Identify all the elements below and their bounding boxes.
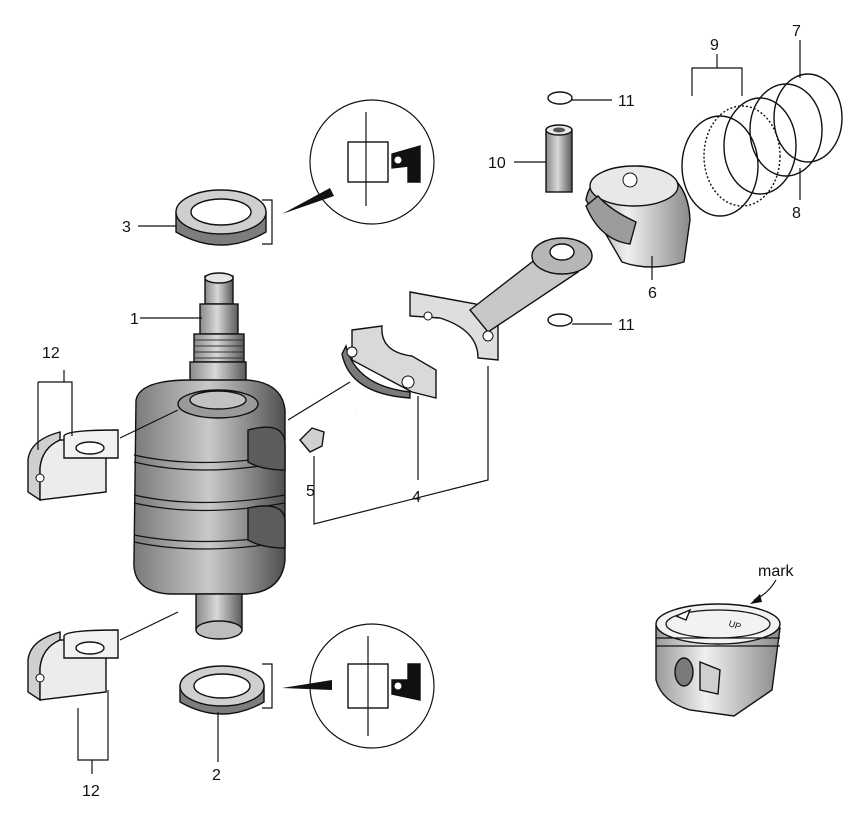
piston-detail-with-mark: UP: [655, 603, 781, 717]
piston-crown-up-mark: UP: [727, 618, 742, 631]
connecting-rod-cap: [341, 325, 437, 399]
callout-bearing-lower: 12: [82, 783, 100, 800]
piston-pin: [545, 124, 573, 193]
connecting-rod: [409, 237, 593, 361]
piston-pin-clip-lower: [547, 313, 573, 327]
crankshaft: [133, 272, 286, 640]
callout-piston: 6: [648, 285, 657, 302]
piston: [585, 165, 691, 268]
main-bearing-lower: [27, 629, 119, 702]
callout-upper-oil-seal: 3: [122, 219, 131, 236]
oil-ring: [681, 97, 797, 217]
callout-clip-lower: 11: [618, 317, 635, 334]
lower-oil-seal: [179, 665, 265, 715]
callout-clip-upper: 11: [618, 93, 635, 110]
piston-pin-clip-upper: [547, 91, 573, 105]
callout-rod-cap: 4: [412, 489, 421, 506]
upper-seal-detail-circle: [282, 99, 435, 225]
piston-mark-label: mark: [758, 563, 795, 580]
lower-seal-detail-circle: [282, 623, 435, 749]
leader-lines: [37, 40, 801, 774]
upper-oil-seal: [175, 189, 267, 246]
callout-rod-bolt: 5: [306, 483, 315, 500]
callout-lower-oil-seal: 2: [212, 767, 221, 784]
callout-oil-ring: 9: [710, 37, 719, 54]
callout-piston-pin: 10: [488, 155, 506, 172]
main-bearing-upper: [27, 429, 119, 502]
callout-second-ring: 8: [792, 205, 801, 222]
callout-bearing-upper: 12: [42, 345, 60, 362]
callout-crankshaft: 1: [130, 311, 139, 328]
connecting-rod-bolt: [299, 408, 357, 453]
top-ring: [773, 73, 843, 163]
callout-top-ring: 7: [792, 23, 801, 40]
